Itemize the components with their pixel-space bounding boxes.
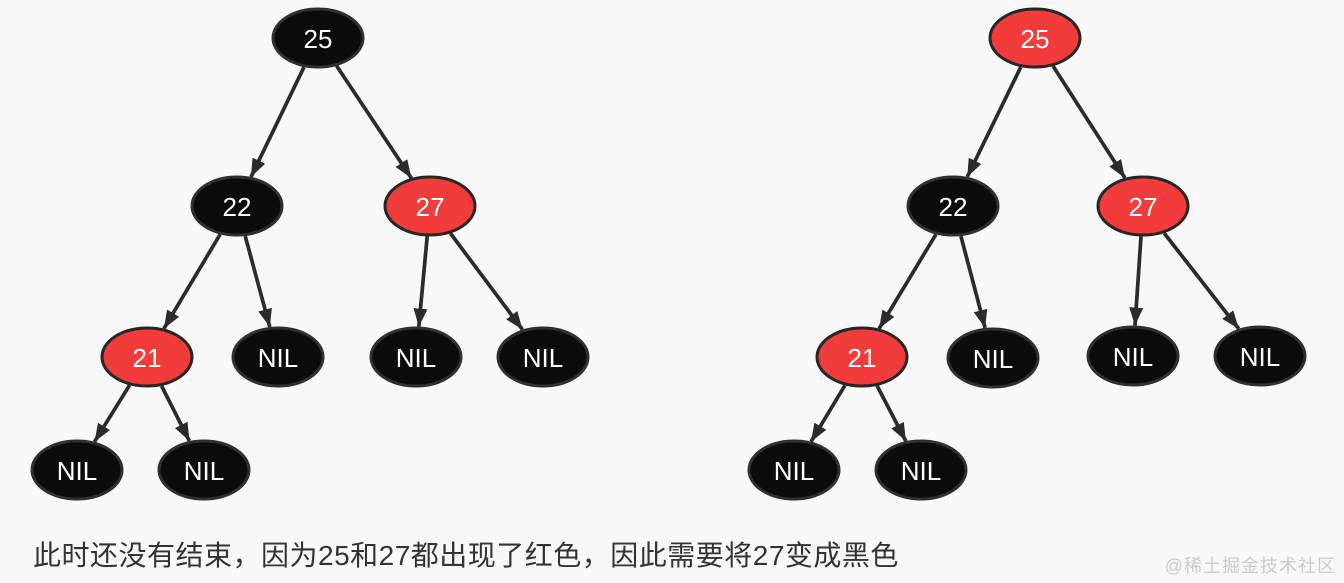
tree-edge-21-NIL — [159, 385, 192, 442]
tree-edge-27-NIL — [1162, 232, 1241, 330]
tree-edge-22-21 — [877, 233, 938, 330]
tree-edge-22-NIL — [243, 235, 272, 328]
tree-node-nil-black — [496, 326, 590, 388]
tree-node-nil-black — [946, 327, 1040, 389]
tree-edge-25-22 — [965, 66, 1023, 178]
tree-node-21-red — [815, 326, 909, 388]
tree-node-27-red — [383, 175, 477, 237]
tree-node-21-red — [100, 326, 194, 388]
tree-edge-21-NIL — [809, 384, 847, 443]
tree-edge-21-NIL — [875, 385, 908, 442]
tree-edge-25-22 — [249, 66, 306, 178]
tree-edge-25-27 — [335, 64, 413, 180]
tree-node-22-black — [190, 175, 284, 237]
tree-edge-22-21 — [162, 233, 222, 330]
caption-text: 此时还没有结束，因为25和27都出现了红色，因此需要将27变成黑色 — [33, 540, 899, 571]
watermark-text: @稀土掘金技术社区 — [1164, 556, 1336, 576]
tree-edge-22-NIL — [959, 235, 988, 329]
tree-edge-27-NIL — [413, 236, 430, 327]
tree-edge-21-NIL — [92, 384, 132, 443]
tree-edge-27-NIL — [449, 232, 524, 331]
tree-edge-25-27 — [1051, 65, 1127, 179]
tree-node-27-red — [1096, 175, 1190, 237]
tree-node-nil-black — [747, 439, 841, 501]
tree-node-nil-black — [231, 326, 325, 388]
tree-node-nil-black — [1086, 325, 1180, 387]
tree-node-25-black — [271, 7, 365, 69]
tree-node-nil-black — [874, 439, 968, 501]
tree-node-nil-black — [1213, 325, 1307, 387]
tree-node-25-red — [988, 7, 1082, 69]
tree-node-nil-black — [369, 326, 463, 388]
tree-node-nil-black — [157, 439, 251, 501]
tree-edge-27-NIL — [1129, 236, 1144, 326]
tree-node-22-black — [906, 175, 1000, 237]
tree-node-nil-black — [30, 439, 124, 501]
